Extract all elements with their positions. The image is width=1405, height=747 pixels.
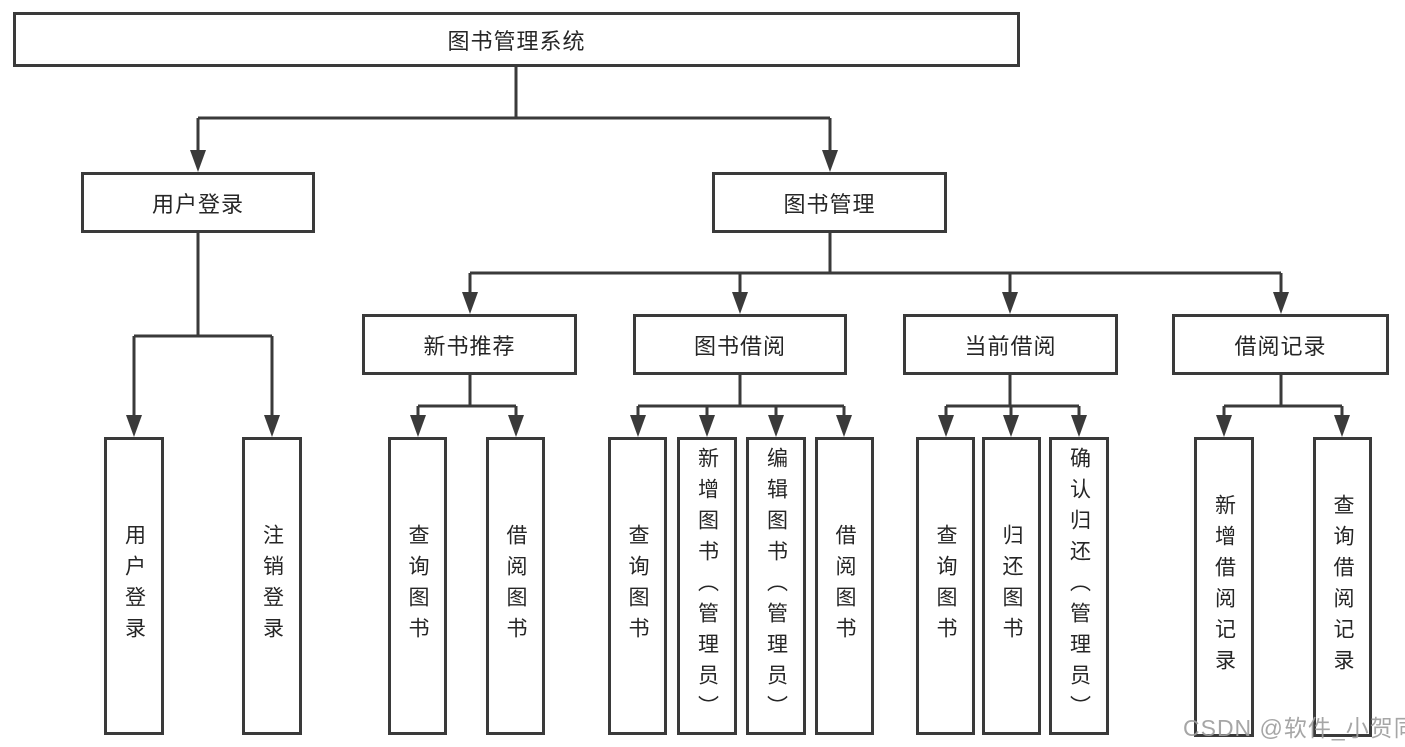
leaf-label: 新增图书（管理员） xyxy=(695,446,719,726)
arrowhead-icons xyxy=(126,150,1350,437)
leaf-label: 查询图书 xyxy=(626,524,649,648)
node-leaf-query-borrow-record: 查询借阅记录 xyxy=(1313,437,1372,737)
leaf-label: 归还图书 xyxy=(1000,524,1023,648)
node-leaf-edit-book-admin: 编辑图书（管理员） xyxy=(746,437,806,735)
node-book-borrow: 图书借阅 xyxy=(633,314,847,375)
leaf-label: 借阅图书 xyxy=(504,524,527,648)
node-leaf-return-book: 归还图书 xyxy=(982,437,1041,735)
node-user-login: 用户登录 xyxy=(81,172,315,233)
node-leaf-logout: 注销登录 xyxy=(242,437,302,735)
node-current-borrow: 当前借阅 xyxy=(903,314,1118,375)
node-leaf-query-book-current: 查询图书 xyxy=(916,437,975,735)
leaf-label: 借阅图书 xyxy=(833,524,856,648)
leaf-label: 确认归还（管理员） xyxy=(1067,446,1091,726)
node-leaf-borrow-book: 借阅图书 xyxy=(815,437,874,735)
node-book-management: 图书管理 xyxy=(712,172,947,233)
node-root: 图书管理系统 xyxy=(13,12,1020,67)
node-leaf-borrow-book-recommend: 借阅图书 xyxy=(486,437,545,735)
node-leaf-user-login: 用户登录 xyxy=(104,437,164,735)
leaf-label: 用户登录 xyxy=(122,524,146,648)
node-leaf-query-book-recommend: 查询图书 xyxy=(388,437,447,735)
node-leaf-add-borrow-record: 新增借阅记录 xyxy=(1194,437,1254,737)
node-new-book-recommend: 新书推荐 xyxy=(362,314,577,375)
leaf-label: 编辑图书（管理员） xyxy=(764,446,788,726)
leaf-label: 查询图书 xyxy=(406,524,429,648)
leaf-label: 注销登录 xyxy=(260,524,284,648)
node-borrow-record: 借阅记录 xyxy=(1172,314,1389,375)
node-leaf-add-book-admin: 新增图书（管理员） xyxy=(677,437,737,735)
csdn-watermark: CSDN @软件_小贺同学 xyxy=(1183,715,1405,741)
node-leaf-query-book-borrow: 查询图书 xyxy=(608,437,667,735)
leaf-label: 查询图书 xyxy=(934,524,957,648)
node-leaf-confirm-return-admin: 确认归还（管理员） xyxy=(1049,437,1109,735)
leaf-label: 查询借阅记录 xyxy=(1331,494,1354,680)
leaf-label: 新增借阅记录 xyxy=(1212,494,1236,680)
